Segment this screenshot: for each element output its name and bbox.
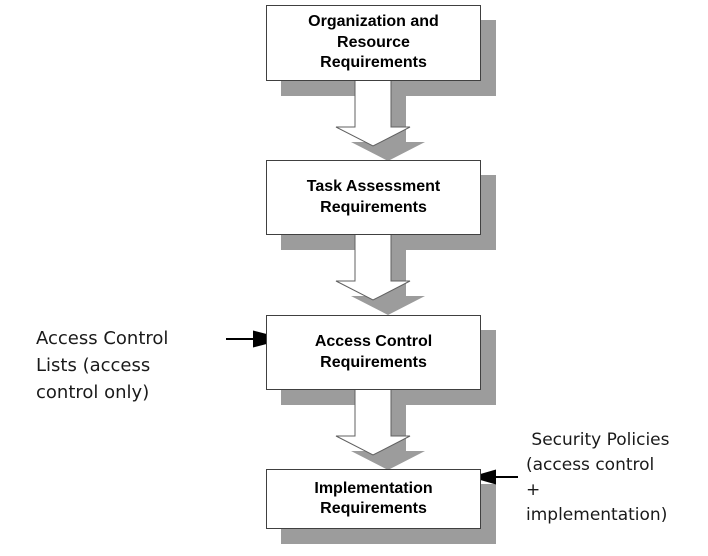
annotation-access-control-lists: Access Control Lists (access control onl… <box>36 328 169 403</box>
down-arrow-icon <box>335 79 411 147</box>
flow-box-organization-resource: Organization and Resource Requirements <box>266 5 481 81</box>
annotation-security-policies: Security Policies (access control + impl… <box>526 430 670 525</box>
flow-box-implementation: Implementation Requirements <box>266 469 481 529</box>
flow-box-task-assessment: Task Assessment Requirements <box>266 160 481 235</box>
down-arrow-icon <box>335 388 411 456</box>
down-arrow-icon <box>335 233 411 301</box>
flow-box-access-control: Access Control Requirements <box>266 315 481 390</box>
